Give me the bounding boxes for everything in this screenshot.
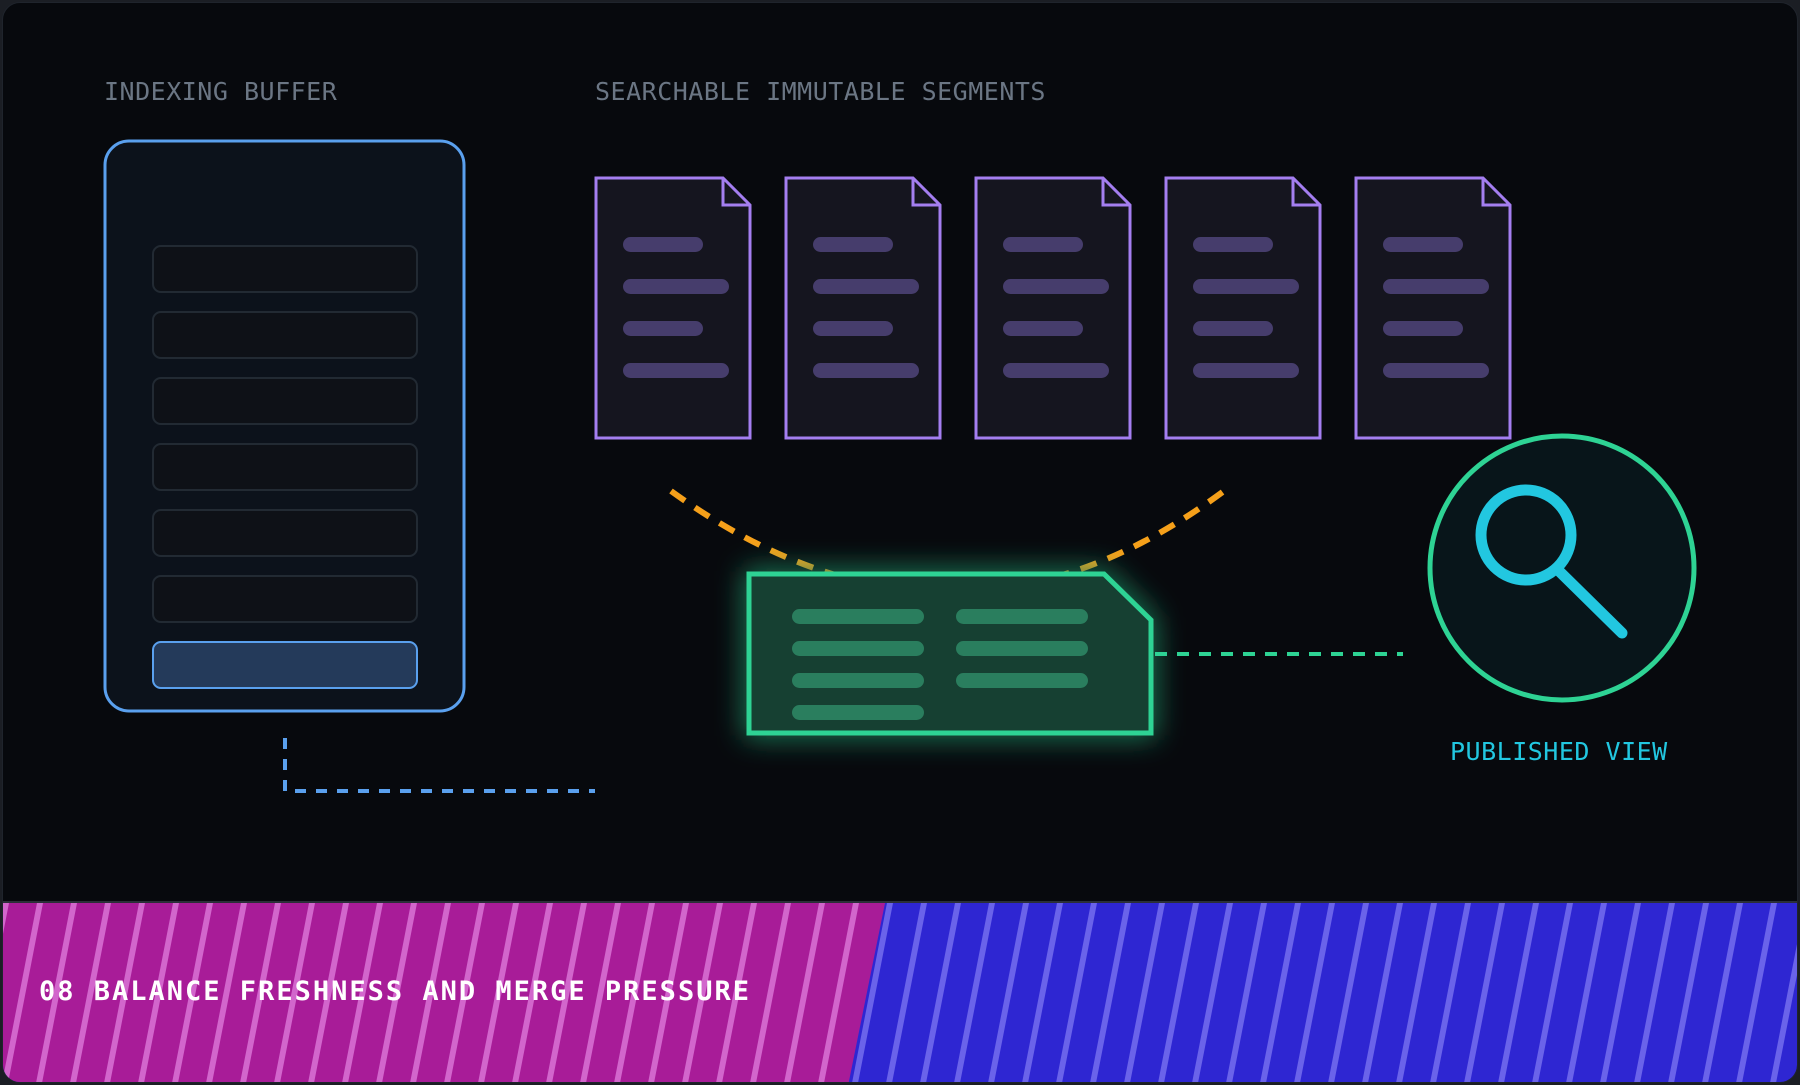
document-icon [594,176,752,440]
document-icon [1354,176,1512,440]
document-icon [784,176,942,440]
document-icon [1164,176,1322,440]
buffer-slot-active [152,641,418,689]
buffer-slot [152,311,418,359]
banner-stripes [3,903,1797,1082]
diagram-graphics [103,139,1697,793]
banner-title: 08 BALANCE FRESHNESS AND MERGE PRESSURE [39,976,751,1007]
buffer-slot [152,377,418,425]
indexing-buffer [103,139,466,713]
segments-row [594,176,1512,440]
buffer-slot [152,245,418,293]
buffer-slot [152,575,418,623]
buffer-slot [152,443,418,491]
magnifier-icon [1427,433,1697,703]
buffer-slot [152,509,418,557]
title-banner: 08 BALANCE FRESHNESS AND MERGE PRESSURE [3,901,1797,1082]
document-icon [974,176,1132,440]
buffer-flush-connector [283,738,595,793]
indexing-buffer-label: INDEXING BUFFER [104,77,338,106]
searchable-segments-label: SEARCHABLE IMMUTABLE SEGMENTS [595,77,1046,106]
published-view-label: PUBLISHED VIEW [1450,737,1668,766]
merged-segment-icon [746,571,1154,736]
